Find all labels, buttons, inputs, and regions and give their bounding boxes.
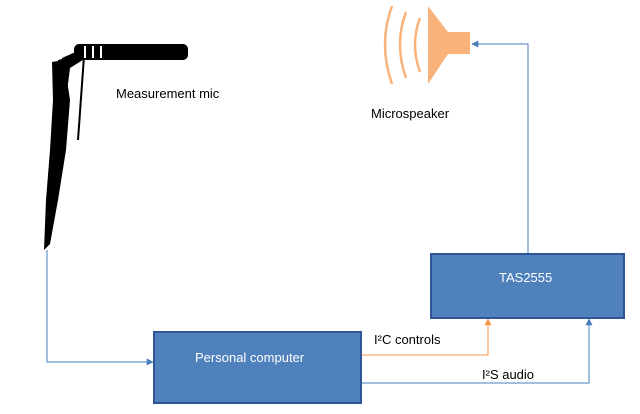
mic-label: Measurement mic bbox=[116, 86, 220, 101]
personal-computer-box: Personal computer bbox=[153, 331, 362, 404]
speaker-label: Microspeaker bbox=[371, 106, 450, 121]
tas2555-label: TAS2555 bbox=[499, 270, 553, 285]
i2c-label: I²C controls bbox=[374, 332, 441, 347]
i2s-label: I²S audio bbox=[482, 367, 535, 382]
mic-to-pc-arrow bbox=[46, 250, 154, 366]
personal-computer-label: Personal computer bbox=[195, 350, 305, 365]
i2c-arrow bbox=[362, 318, 492, 356]
microphone-icon bbox=[44, 44, 188, 250]
i2s-arrow bbox=[362, 318, 593, 384]
amp-to-speaker-arrow bbox=[471, 40, 529, 253]
tas2555-box: TAS2555 bbox=[430, 253, 625, 319]
speaker-icon bbox=[383, 5, 470, 85]
